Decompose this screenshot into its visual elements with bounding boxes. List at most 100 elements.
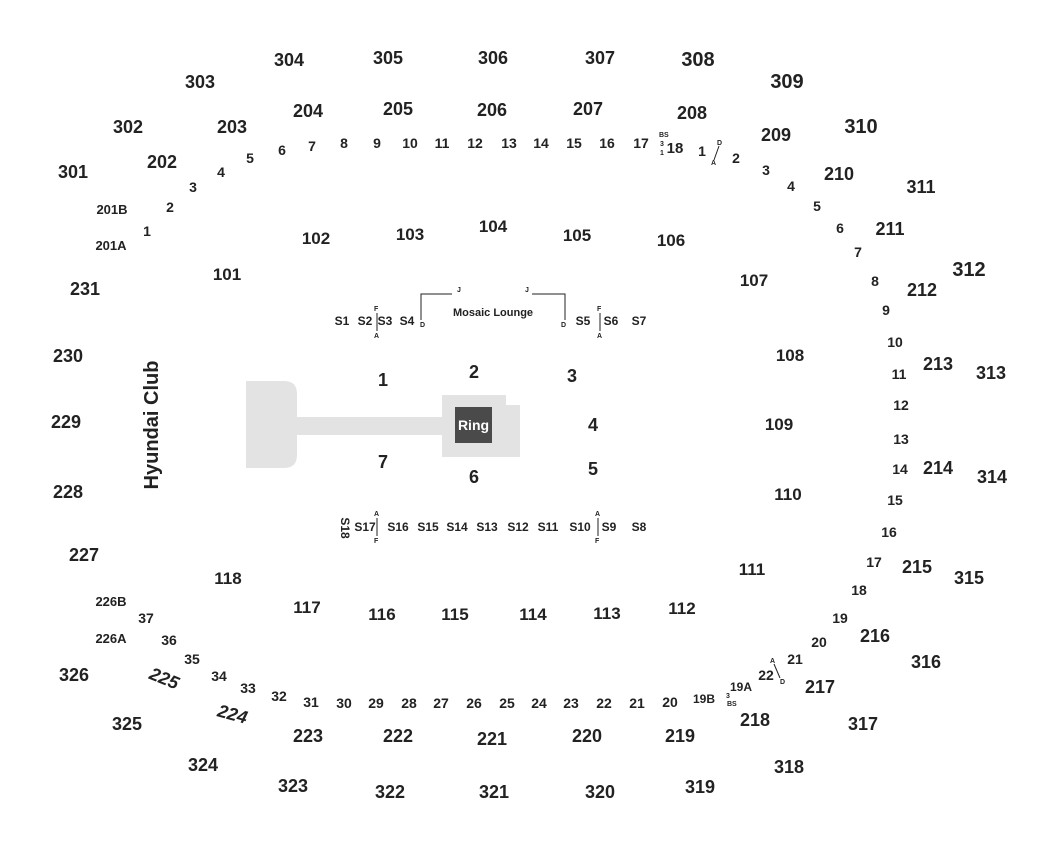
suite-bottom-5[interactable]: S13 [476,520,498,534]
section-200-11[interactable]: 211 [875,219,904,239]
section-300-3[interactable]: 304 [274,50,304,70]
section-100-11[interactable]: 112 [668,599,695,618]
floor-section-4[interactable]: 5 [588,459,598,479]
row-upper-17[interactable]: 18 [667,140,684,157]
section-300-12[interactable]: 313 [976,363,1006,383]
row-lower-7[interactable]: 26 [466,695,482,711]
floor-section-3[interactable]: 4 [588,415,598,435]
section-300-2[interactable]: 303 [185,72,215,92]
row-upper-2[interactable]: 3 [189,179,197,195]
section-300-9[interactable]: 310 [844,116,877,138]
row-right-6[interactable]: 7 [854,244,862,260]
section-200-5[interactable]: 205 [383,99,413,119]
row-right-17[interactable]: 18 [851,582,867,598]
section-200-14[interactable]: 214 [923,458,953,478]
section-300-18[interactable]: 319 [685,777,715,797]
row-right-12[interactable]: 13 [893,431,909,447]
section-200-12[interactable]: 212 [907,280,937,300]
section-200-1[interactable]: 201B [96,202,127,217]
section-200-18[interactable]: 218 [740,710,770,730]
suite-top-6[interactable]: S7 [632,314,647,328]
row-right-2[interactable]: 3 [762,162,770,178]
section-200-6[interactable]: 206 [477,100,507,120]
row-right-8[interactable]: 9 [882,302,890,318]
suite-top-5[interactable]: S6 [604,314,619,328]
row-right-11[interactable]: 12 [893,397,909,413]
row-upper-0[interactable]: 1 [143,223,151,239]
row-right-21[interactable]: 22 [758,667,774,683]
section-200-31[interactable]: 230 [53,346,83,366]
section-100-3[interactable]: 104 [479,217,508,236]
suite-top-4[interactable]: S5 [576,314,591,328]
row-lower-13[interactable]: 32 [271,688,287,704]
section-200-3[interactable]: 203 [217,117,247,137]
row-upper-5[interactable]: 6 [278,142,286,158]
ring-box[interactable] [455,407,492,443]
row-right-9[interactable]: 10 [887,334,903,350]
row-upper-6[interactable]: 7 [308,138,316,154]
row-lower-16[interactable]: 35 [184,651,200,667]
row-right-3[interactable]: 4 [787,178,795,194]
section-300-20[interactable]: 321 [479,782,509,802]
section-300-10[interactable]: 311 [906,177,935,197]
section-200-28[interactable]: 227 [69,545,99,565]
row-right-1[interactable]: 2 [732,150,740,166]
suite-top-3[interactable]: S4 [400,314,415,328]
suite-top-1[interactable]: S2 [358,314,373,328]
section-300-1[interactable]: 302 [113,117,143,137]
section-100-17[interactable]: 118 [214,569,241,588]
section-200-17[interactable]: 217 [805,677,835,697]
section-200-8[interactable]: 208 [677,103,707,123]
section-100-13[interactable]: 114 [519,605,547,624]
row-lower-4[interactable]: 23 [563,695,579,711]
suite-bottom-1[interactable]: S17 [354,520,376,534]
section-200-21[interactable]: 221 [477,729,507,749]
row-upper-7[interactable]: 8 [340,135,348,151]
section-300-16[interactable]: 317 [848,714,878,734]
suite-bottom-0[interactable]: S18 [338,517,352,539]
section-200-23[interactable]: 223 [293,726,323,746]
row-right-4[interactable]: 5 [813,198,821,214]
section-100-2[interactable]: 103 [396,225,424,244]
row-lower-10[interactable]: 29 [368,695,384,711]
section-200-13[interactable]: 213 [923,354,953,374]
suite-bottom-4[interactable]: S14 [446,520,468,534]
section-200-27[interactable]: 226B [95,594,126,609]
row-lower-15[interactable]: 34 [211,668,227,684]
section-300-21[interactable]: 322 [375,782,405,802]
row-right-14[interactable]: 15 [887,492,903,508]
section-100-10[interactable]: 111 [739,560,766,579]
section-300-23[interactable]: 324 [188,755,218,775]
row-upper-13[interactable]: 14 [533,135,549,151]
suite-bottom-10[interactable]: S8 [632,520,647,534]
section-300-14[interactable]: 315 [954,568,984,588]
suite-bottom-7[interactable]: S11 [538,520,559,534]
section-300-17[interactable]: 318 [774,757,804,777]
section-200-15[interactable]: 215 [902,557,932,577]
floor-section-2[interactable]: 3 [567,366,577,386]
row-lower-0[interactable]: 19B [693,692,715,706]
row-lower-2[interactable]: 21 [629,695,645,711]
section-300-13[interactable]: 314 [977,467,1007,487]
row-upper-8[interactable]: 9 [373,135,381,151]
section-300-22[interactable]: 323 [278,776,308,796]
section-200-9[interactable]: 209 [761,125,791,145]
section-300-8[interactable]: 309 [770,71,803,93]
section-200-20[interactable]: 220 [572,726,602,746]
row-lower-5[interactable]: 24 [531,695,547,711]
suite-top-0[interactable]: S1 [335,314,350,328]
section-200-16[interactable]: 216 [860,626,890,646]
section-200-7[interactable]: 207 [573,99,603,119]
row-right-13[interactable]: 14 [892,461,908,477]
section-300-25[interactable]: 326 [59,665,89,685]
row-lower-11[interactable]: 30 [336,695,352,711]
row-upper-11[interactable]: 12 [467,135,483,151]
section-100-0[interactable]: 101 [213,265,241,284]
row-lower-18[interactable]: 37 [138,610,154,626]
section-200-25[interactable]: 225 [146,663,183,694]
suite-bottom-9[interactable]: S9 [602,520,617,534]
row-lower-8[interactable]: 27 [433,695,449,711]
section-200-32[interactable]: 231 [70,279,100,299]
section-100-1[interactable]: 102 [302,229,330,248]
row-upper-10[interactable]: 11 [435,135,450,151]
